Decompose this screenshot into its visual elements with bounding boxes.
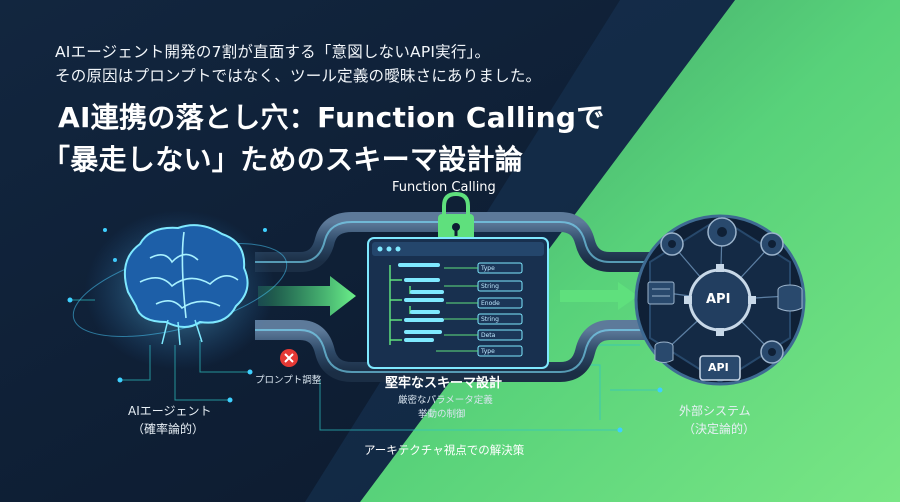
schema-field-string-2: String	[481, 316, 499, 323]
schema-design-title: 堅牢なスキーマ設計	[385, 376, 503, 391]
external-system-icon	[634, 214, 806, 386]
input-arrow	[258, 276, 356, 316]
output-arrow	[560, 282, 638, 310]
schema-field-string: String	[481, 283, 499, 290]
agent-sublabel: （確率論的）	[132, 422, 205, 436]
schema-field-deta: Deta	[481, 332, 496, 339]
intro-line-1: AIエージェント開発の7割が直面する「意図しないAPI実行」。	[55, 43, 491, 61]
api-small-label: API	[708, 361, 729, 374]
schema-design-sub-1: 厳密なパラメータ定義	[398, 395, 493, 406]
external-system-sublabel: （決定論的）	[683, 422, 756, 436]
page-title-line-2: 「暴走しない」ためのスキーマ設計論	[42, 143, 524, 176]
schema-field-type: Type	[481, 265, 495, 272]
schema-field-type-2: Type	[481, 348, 495, 355]
intro-line-2: その原因はプロンプトではなく、ツール定義の曖昧さにありました。	[55, 67, 542, 85]
function-calling-label: Function Calling	[392, 180, 496, 195]
error-icon	[280, 349, 298, 367]
agent-label: AIエージェント	[128, 404, 212, 418]
api-center-label: API	[706, 292, 731, 307]
page-title-line-1: AI連携の落とし穴：Function Callingで	[58, 101, 605, 134]
lock-icon	[438, 191, 474, 242]
external-system-label: 外部システム	[679, 404, 751, 418]
schema-field-enode: Enode	[481, 300, 500, 307]
schema-panel	[367, 237, 549, 369]
brain-icon	[72, 210, 288, 370]
schema-design-sub-2: 挙動の制御	[418, 409, 466, 420]
prompt-adjust-label: プロンプト調整	[255, 375, 322, 386]
solution-caption: アーキテクチャ視点での解決策	[364, 443, 525, 457]
